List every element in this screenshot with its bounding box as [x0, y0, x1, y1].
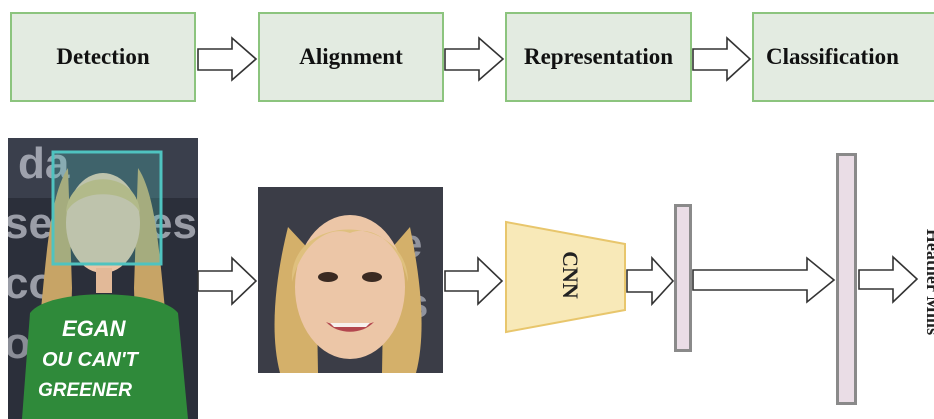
shirt-text-3: GREENER [38, 380, 132, 401]
input-photo-image: da se es co o EGAN OU CAN'T GREENER [8, 138, 198, 419]
classifier-vector-bar [836, 153, 857, 405]
svg-text:o: o [8, 319, 31, 368]
svg-text:da: da [18, 139, 70, 188]
arrow-face-to-cnn [444, 256, 504, 306]
detection-step-label: Detection [56, 44, 150, 69]
arrow-detection-to-alignment [197, 36, 258, 82]
representation-step-label: Representation [523, 44, 674, 69]
classification-step-box: Classification [752, 12, 934, 102]
arrow-cnn-to-vector [626, 255, 675, 307]
feature-vector-bar [674, 204, 692, 352]
aligned-face-image: e s [258, 187, 443, 373]
alignment-step-label: Alignment [299, 44, 403, 69]
arrow-classifier-to-name [858, 255, 919, 304]
arrow-alignment-to-representation [444, 36, 505, 82]
input-photo: da se es co o EGAN OU CAN'T GREENER [8, 138, 198, 419]
representation-step-box: Representation [505, 12, 692, 102]
detection-step-box: Detection [10, 12, 196, 102]
shirt-text-2: OU CAN'T [42, 349, 140, 371]
identity-output-label: Heather Mills [923, 228, 934, 336]
arrow-photo-to-face [197, 256, 258, 306]
cnn-trapezoid [505, 220, 626, 334]
arrow-vector-to-classifier [692, 256, 836, 304]
aligned-face-photo: e s [258, 187, 443, 373]
arrow-representation-to-classification [692, 36, 752, 82]
classification-step-label: Classification [766, 44, 899, 69]
cnn-label: CNN [558, 251, 583, 299]
alignment-step-box: Alignment [258, 12, 444, 102]
detection-bounding-box [51, 150, 163, 266]
shirt-text-1: EGAN [62, 316, 127, 341]
svg-text:se: se [8, 199, 53, 248]
